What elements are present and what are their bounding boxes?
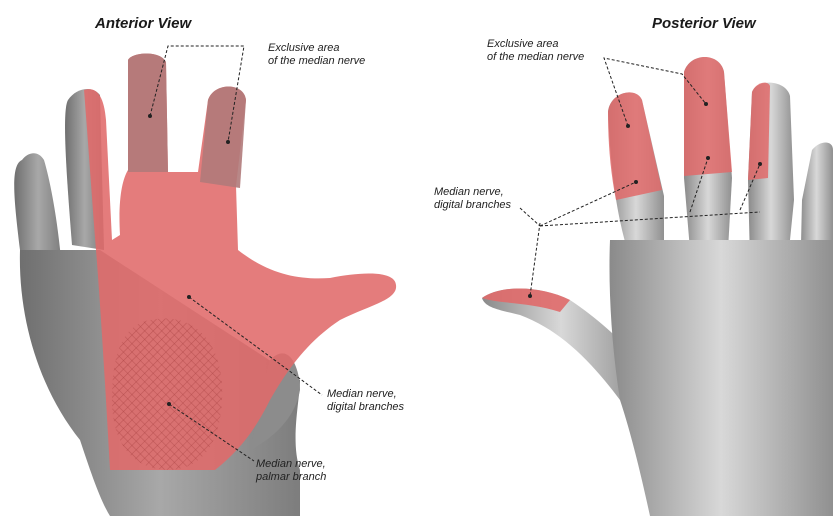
- posterior-hand-back: [609, 240, 833, 516]
- anterior-exclusive-area-label: Exclusive area of the median nerve: [268, 42, 365, 68]
- posterior-hand: [482, 57, 833, 516]
- posterior-exclusive-line1: Exclusive area: [487, 38, 584, 51]
- palmar-branch-crosshatch: [112, 318, 222, 470]
- median-area-index-posterior: [608, 92, 662, 200]
- anterior-exclusive-line2: of the median nerve: [268, 55, 365, 68]
- posterior-exclusive-line2: of the median nerve: [487, 51, 584, 64]
- anterior-digital-branches-label: Median nerve, digital branches: [327, 388, 404, 414]
- exclusive-area-middle-anterior: [200, 87, 246, 189]
- anterior-exclusive-line1: Exclusive area: [268, 42, 365, 55]
- anterior-view-title: Anterior View: [95, 15, 191, 32]
- posterior-digital-line2: digital branches: [434, 199, 511, 212]
- anterior-palmar-line2: palmar branch: [256, 471, 326, 484]
- posterior-digital-line1: Median nerve,: [434, 186, 511, 199]
- anterior-digital-line1: Median nerve,: [327, 388, 404, 401]
- posterior-view-title: Posterior View: [652, 15, 756, 32]
- anterior-palmar-branch-label: Median nerve, palmar branch: [256, 458, 326, 484]
- anterior-hand: [14, 46, 396, 516]
- posterior-exclusive-area-label: Exclusive area of the median nerve: [487, 38, 584, 64]
- posterior-digital-branches-label: Median nerve, digital branches: [434, 186, 511, 212]
- anterior-digital-line2: digital branches: [327, 401, 404, 414]
- anterior-palmar-line1: Median nerve,: [256, 458, 326, 471]
